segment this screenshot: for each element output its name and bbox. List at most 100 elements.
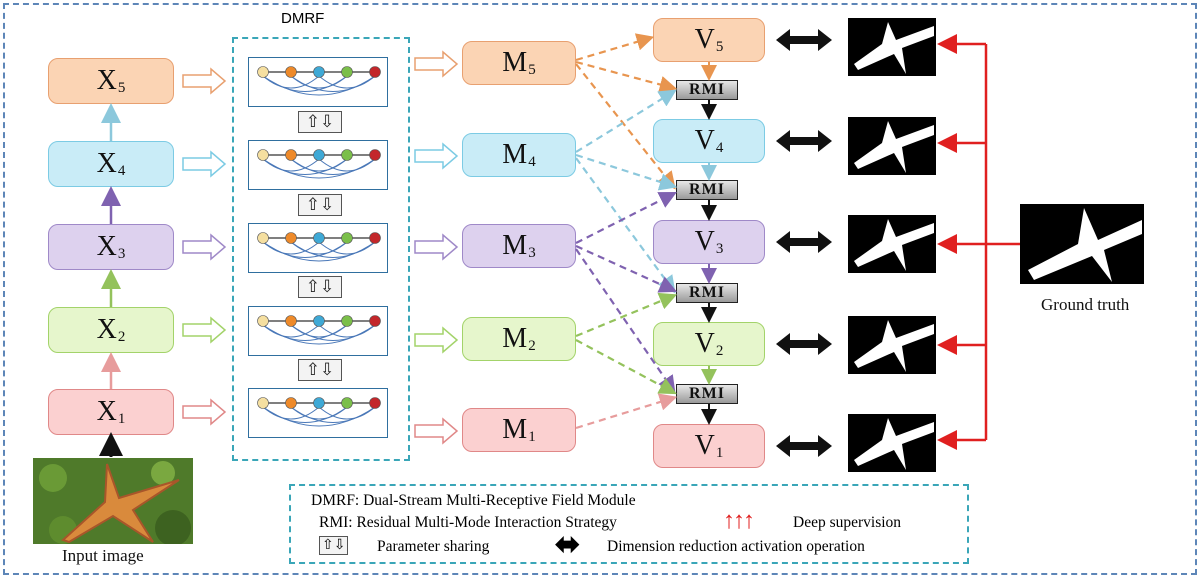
dmrf-node-dot [313, 397, 325, 409]
input-image [33, 458, 193, 544]
legend-dmrf: DMRF: Dual-Stream Multi-Receptive Field … [311, 492, 636, 509]
dmrf-skip-edge [318, 406, 376, 420]
dmrf-node-dot [257, 232, 269, 244]
x1-label: X [96, 396, 117, 427]
ground-truth-mask [1020, 204, 1144, 284]
prediction-mask-5 [848, 18, 936, 76]
rmi-block-1: RMI [676, 384, 738, 404]
dmrf-graph-2 [257, 315, 381, 345]
m2-sub: 2 [528, 337, 536, 354]
dmrf-node-dot [341, 66, 353, 78]
v3-sub: 3 [715, 240, 724, 257]
dmrf-node-dot [369, 149, 381, 161]
x1-sub: 1 [117, 410, 126, 427]
v1-sub: 1 [715, 444, 724, 461]
m1-sub: 1 [528, 428, 536, 445]
x4-label: X [96, 148, 117, 179]
m5-sub: 5 [528, 61, 536, 78]
m4-label: M [502, 139, 528, 170]
dmrf-graph-5 [257, 66, 381, 96]
dmrf-container [232, 37, 410, 461]
dmrf-unit-3 [248, 223, 388, 273]
x3-label: X [96, 231, 117, 262]
up-down-arrows-icon: ⇧⇩ [319, 536, 349, 555]
dmrf-unit-2 [248, 306, 388, 356]
m4-sub: 4 [528, 153, 536, 170]
dmrf-node-dot [369, 397, 381, 409]
m3-label: M [502, 230, 528, 261]
v2-label: V [694, 328, 715, 359]
up-down-arrows-icon: ⇧⇩ [298, 359, 342, 381]
dmrf-node-dot [285, 149, 297, 161]
up-down-arrows-icon: ⇧⇩ [298, 111, 342, 133]
dmrf-node-dot [341, 397, 353, 409]
x4-sub: 4 [117, 162, 126, 179]
prediction-mask-4 [848, 117, 936, 175]
dmrf-skip-edge [318, 241, 376, 255]
dmrf-node-dot [285, 315, 297, 327]
v4-label: V [694, 125, 715, 156]
x3-sub: 3 [117, 245, 126, 262]
dmrf-unit-1 [248, 388, 388, 438]
dmrf-node-dot [341, 315, 353, 327]
dmrf-node-dot [257, 397, 269, 409]
dmrf-skip-edge [318, 158, 376, 172]
legend-box: DMRF: Dual-Stream Multi-Receptive Field … [289, 484, 969, 564]
red-up-arrows-icon: ↑↑↑ [723, 508, 755, 534]
m3-sub: 3 [528, 244, 536, 261]
dmrf-node-dot [313, 149, 325, 161]
dmrf-node-dot [285, 397, 297, 409]
dmrf-node-dot [313, 315, 325, 327]
prediction-mask-2 [848, 316, 936, 374]
dmrf-node-dot [341, 232, 353, 244]
prediction-mask-1 [848, 414, 936, 472]
dmrf-node-dot [369, 66, 381, 78]
dmrf-graph-3 [257, 232, 381, 262]
dmrf-unit-5 [248, 57, 388, 107]
v5-sub: 5 [715, 38, 724, 55]
dmrf-node-dot [257, 66, 269, 78]
v3-label: V [694, 226, 715, 257]
up-down-arrows-icon: ⇧⇩ [298, 194, 342, 216]
v2-sub: 2 [715, 342, 724, 359]
dmrf-node-dot [369, 232, 381, 244]
dmrf-node-dot [257, 149, 269, 161]
legend-param: Parameter sharing [377, 538, 490, 555]
dmrf-skip-edge [318, 324, 376, 338]
v1-label: V [694, 430, 715, 461]
dmrf-node-dot [257, 315, 269, 327]
m5-label: M [502, 47, 528, 78]
input-image-label: Input image [62, 546, 144, 565]
dmrf-node-dot [341, 149, 353, 161]
dmrf-skip-edge [318, 75, 376, 89]
dmrf-graph-1 [257, 397, 381, 427]
dmrf-graph-4 [257, 149, 381, 179]
legend-deep: Deep supervision [793, 514, 902, 531]
ground-truth-label: Ground truth [1041, 295, 1130, 314]
v4-sub: 4 [715, 139, 724, 156]
m1-label: M [502, 414, 528, 445]
dmrf-node-dot [369, 315, 381, 327]
x5-label: X [96, 65, 117, 96]
dmrf-node-dot [285, 66, 297, 78]
dmrf-title: DMRF [281, 10, 325, 27]
up-down-arrows-icon: ⇧⇩ [298, 276, 342, 298]
x2-label: X [96, 314, 117, 345]
v5-label: V [694, 24, 715, 55]
double-arrow-icon: ⬌ [555, 528, 581, 561]
m2-label: M [502, 323, 528, 354]
